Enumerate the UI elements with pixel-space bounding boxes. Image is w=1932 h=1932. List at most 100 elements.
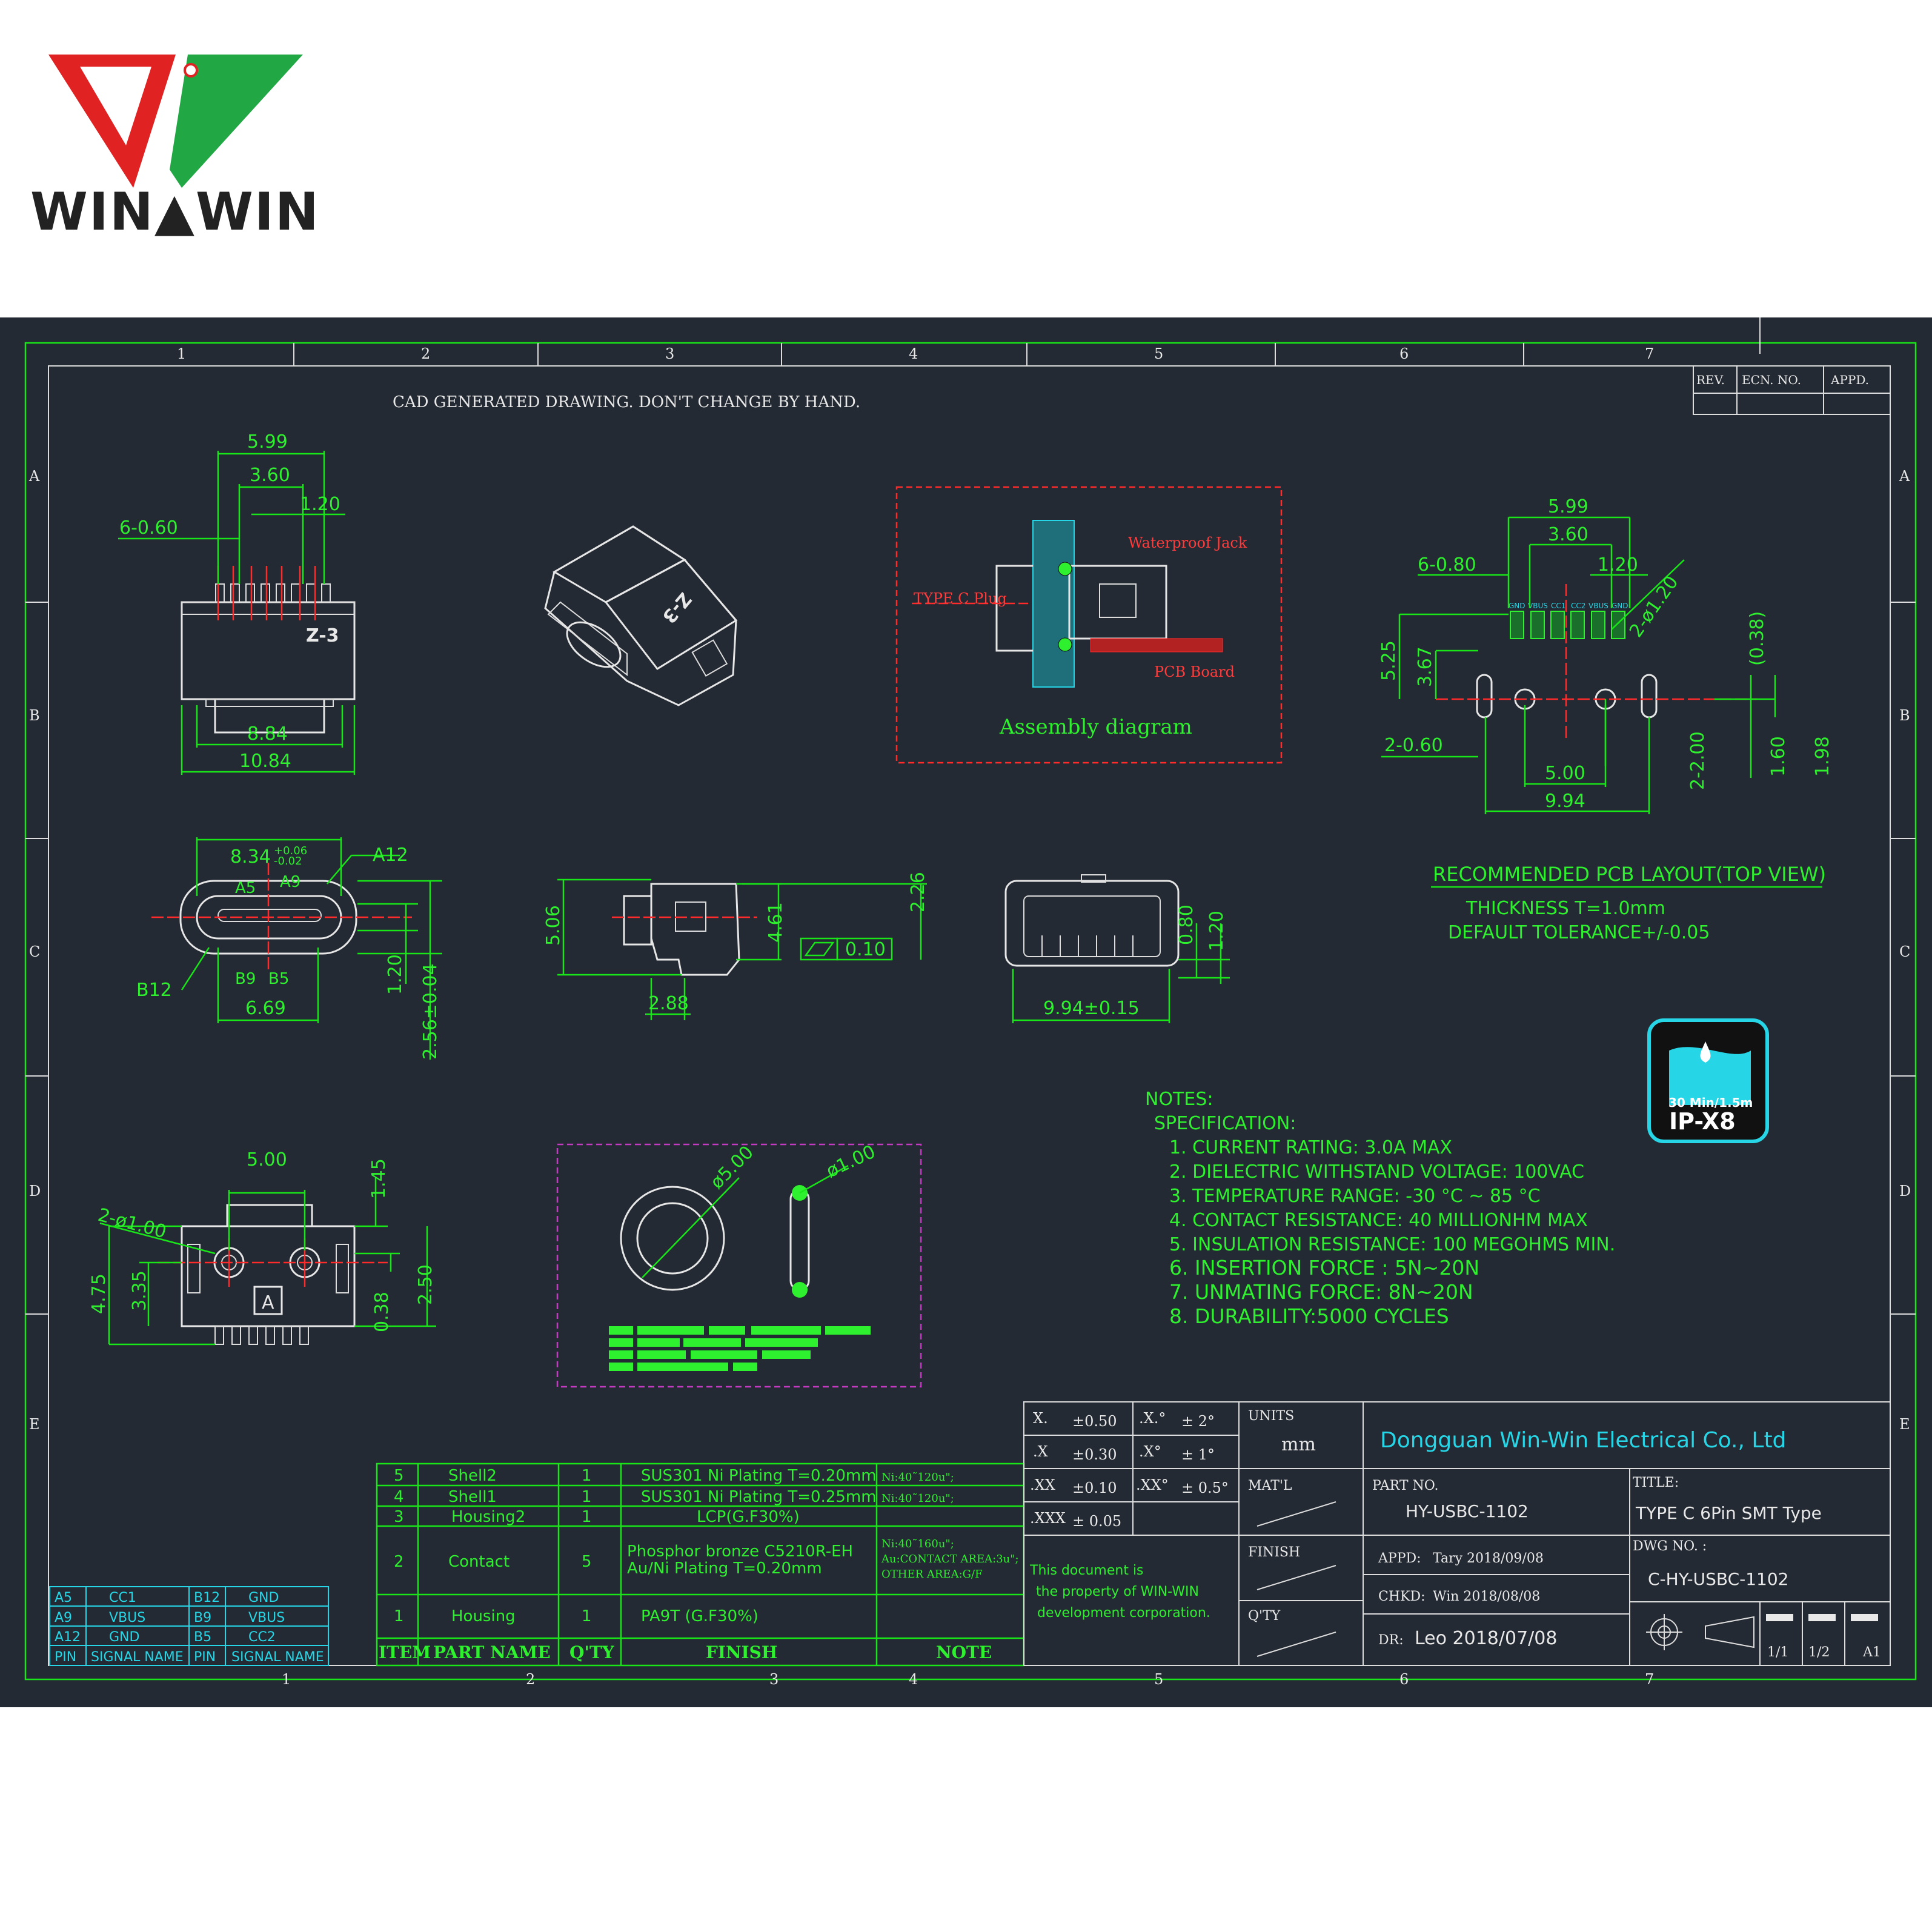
zone-col-3: 3 xyxy=(665,345,674,362)
bom-finish: SUS301 Ni Plating T=0.25mm xyxy=(641,1488,877,1506)
matl-label: MAT'L xyxy=(1248,1478,1292,1493)
bom-qty: 5 xyxy=(582,1553,592,1571)
pcb-dim-2-2-00: 2-2.00 xyxy=(1687,731,1708,790)
note-item-1: 1. CURRENT RATING: 3.0A MAX xyxy=(1169,1137,1452,1158)
appd-header: APPD. xyxy=(1830,373,1869,387)
zone-col-1: 1 xyxy=(177,345,186,362)
dim-9-94-tol: 9.94±0.15 xyxy=(1043,998,1140,1019)
tol-value: ±0.30 xyxy=(1072,1446,1117,1463)
bom-header-item: ITEM xyxy=(379,1642,431,1662)
dim-4-61: 4.61 xyxy=(765,902,786,943)
zone-row-c-right: C xyxy=(1899,943,1910,960)
zone-row-c: C xyxy=(29,943,40,960)
bom-header-finish: FINISH xyxy=(706,1642,777,1662)
cad-note: CAD GENERATED DRAWING. DON'T CHANGE BY H… xyxy=(393,393,860,411)
view-assembly-diagram: Waterproof Jack TYPE C Plug PCB Board As… xyxy=(895,486,1283,764)
bom-part: Contact xyxy=(448,1553,510,1571)
win-win-logo xyxy=(48,55,303,188)
bottom-mark: A xyxy=(262,1292,274,1313)
zone-row-b: B xyxy=(29,707,40,724)
brand-name: WIN▲WIN xyxy=(30,182,320,242)
pcb-thickness: THICKNESS T=1.0mm xyxy=(1466,898,1665,919)
pin-cell: PIN xyxy=(55,1650,76,1665)
engineering-drawing: 1 2 3 4 5 6 7 1 2 3 4 5 6 7 A B C D E A … xyxy=(0,317,1932,1707)
tol-label: .XX xyxy=(1030,1476,1055,1493)
bom-header-note: NOTE xyxy=(936,1642,992,1662)
pin-cell: B9 xyxy=(194,1610,211,1625)
tol-label: .XX° xyxy=(1136,1476,1169,1493)
dim-2-50: 2.50 xyxy=(415,1264,436,1305)
scale-1-2: 1/2 xyxy=(1808,1645,1830,1660)
dim-2-56: 2.56±0.04 xyxy=(420,963,441,1060)
zone-col-5: 5 xyxy=(1154,345,1163,362)
zone-row-e-right: E xyxy=(1899,1416,1910,1433)
view-side: 0.10 5.06 4.61 2.26 2.88 xyxy=(543,872,929,1020)
zone-row-a-right: A xyxy=(1899,468,1910,485)
tol-value: ±0.10 xyxy=(1072,1479,1117,1496)
bom-note: Ni:40˜160u"; xyxy=(881,1538,954,1550)
dim-2-88: 2.88 xyxy=(648,993,689,1014)
notes-block: NOTES: SPECIFICATION: 1. CURRENT RATING:… xyxy=(1145,1089,1615,1328)
ipx8-rating: IP-X8 xyxy=(1669,1108,1736,1135)
rev-header: REV. xyxy=(1696,373,1725,387)
pcb-pin-cc1: CC1 xyxy=(1551,602,1565,610)
view-bottom: A 5.00 1.45 2-ø1.00 3.35 4.75 0.38 2.50 xyxy=(88,1149,436,1346)
pin-label-a9: A9 xyxy=(280,873,300,891)
pcb-dim-1-60: 1.60 xyxy=(1768,736,1789,777)
pin-label-b9: B9 xyxy=(235,970,256,988)
pin-cell: A12 xyxy=(55,1630,81,1645)
pin-label-a12: A12 xyxy=(373,845,408,866)
pcb-pin-vbus-2: VBUS xyxy=(1588,602,1608,610)
flatness-0-10: 0.10 xyxy=(845,939,886,960)
zone-col-3-bottom: 3 xyxy=(769,1671,778,1688)
qty-label: Q'TY xyxy=(1248,1608,1281,1624)
bom-item: 1 xyxy=(394,1607,404,1625)
assembly-title: Assembly diagram xyxy=(999,715,1192,739)
pin-cell: CC1 xyxy=(109,1590,136,1605)
dim-0-38: 0.38 xyxy=(371,1292,393,1332)
note-item-5: 5. INSULATION RESISTANCE: 100 MEGOHMS MI… xyxy=(1169,1234,1615,1255)
pcb-dim-5-99: 5.99 xyxy=(1548,496,1588,517)
part-mark-text: Z-3 xyxy=(306,625,339,646)
pcb-tolerance: DEFAULT TOLERANCE+/-0.05 xyxy=(1448,922,1710,943)
label-type-c-plug: TYPE C Plug xyxy=(914,590,1007,607)
chkd-value: Win 2018/08/08 xyxy=(1433,1589,1540,1604)
pin-cell: A9 xyxy=(55,1610,72,1625)
dim-8-34: 8.34 xyxy=(230,846,271,868)
units-label: UNITS xyxy=(1248,1409,1294,1424)
note-item-7: 7. UNMATING FORCE: 8N~20N xyxy=(1169,1280,1473,1304)
zone-row-e: E xyxy=(29,1416,40,1433)
bom-item: 4 xyxy=(394,1488,404,1506)
bom-finish: Phosphor bronze C5210R-EH xyxy=(627,1542,853,1561)
pcb-dim-5-00: 5.00 xyxy=(1545,763,1585,784)
dim-6-69: 6.69 xyxy=(245,998,286,1019)
zone-col-5-bottom: 5 xyxy=(1154,1671,1163,1688)
scale-1-1: 1/1 xyxy=(1767,1645,1788,1660)
pcb-dim-5-25: 5.25 xyxy=(1378,640,1399,681)
pcb-dim-2-0-60: 2-0.60 xyxy=(1384,735,1443,756)
tol-value: ±0.50 xyxy=(1072,1413,1117,1430)
view-front-receptacle: 8.34 +0.06 -0.02 A12 A5 A9 B12 B9 B5 6.6… xyxy=(136,837,442,1060)
bom-note-3: OTHER AREA:G/F xyxy=(881,1568,983,1581)
zone-col-4-bottom: 4 xyxy=(909,1671,918,1688)
pin-cell: SIGNAL NAME xyxy=(91,1650,184,1665)
zone-col-6-bottom: 6 xyxy=(1399,1671,1409,1688)
zone-row-d-right: D xyxy=(1899,1183,1911,1200)
dim-8-34-tol-up: +0.06 xyxy=(274,845,307,857)
pin-cell: B12 xyxy=(194,1590,220,1605)
bom-header-part: PART NAME xyxy=(433,1642,551,1662)
company-name: Dongguan Win-Win Electrical Co., Ltd xyxy=(1380,1428,1786,1453)
bom-qty: 1 xyxy=(582,1607,592,1625)
bom-header-qty: Q'TY xyxy=(569,1642,615,1662)
pcb-dim-6-0-80: 6-0.80 xyxy=(1418,554,1476,576)
dim-4-75: 4.75 xyxy=(88,1273,110,1314)
label-waterproof-jack: Waterproof Jack xyxy=(1128,534,1247,551)
pcb-dim-0-38: (0.38) xyxy=(1747,611,1768,666)
zone-col-2: 2 xyxy=(421,345,430,362)
pcb-dim-9-94: 9.94 xyxy=(1545,791,1585,812)
ecn-header: ECN. NO. xyxy=(1742,373,1801,387)
pcb-dim-3-67: 3.67 xyxy=(1415,646,1436,687)
zone-col-7-bottom: 7 xyxy=(1645,1671,1654,1688)
title-label: TITLE: xyxy=(1633,1475,1679,1490)
bom-note-2: Au:CONTACT AREA:3u"; xyxy=(881,1553,1019,1565)
